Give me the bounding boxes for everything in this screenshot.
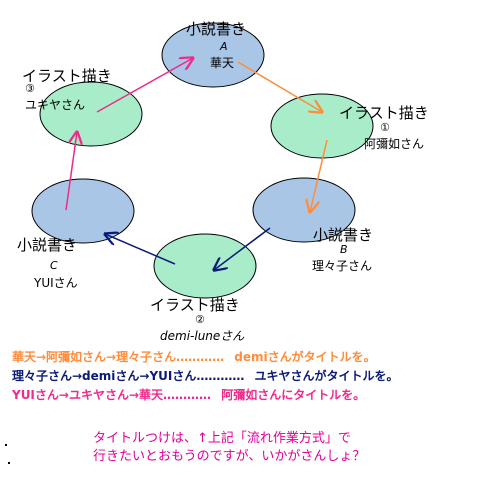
node-3-mark: ③ xyxy=(25,82,35,95)
note-line-2: 行きたいとおもうのですが、いかがさんしょ？ xyxy=(93,449,366,464)
node-a-mark: A xyxy=(220,40,228,53)
note-line-1: タイトルつけは、↑上記「流れ作業方式」で xyxy=(93,431,351,446)
flow-line-orange: 華天→阿彌如さん→理々子さん………… demiさんがタイトルを。 xyxy=(12,348,376,365)
arrow-2-to-c xyxy=(105,234,176,265)
node-1-mark: ① xyxy=(380,121,390,134)
flow-line-navy: 理々子さん→demiさん→YUIさん………… ユキヤさんがタイトルを。 xyxy=(12,367,399,384)
flow-orange-sequence: 華天→阿彌如さん→理々子さん………… xyxy=(12,350,229,364)
node-c-mark: C xyxy=(50,259,58,272)
node-c-role: 小説書き xyxy=(17,236,78,254)
node-1-person: 阿彌如さん xyxy=(364,137,425,151)
flow-orange-result: demiさんがタイトルを。 xyxy=(234,350,376,364)
stray-dot-2 xyxy=(8,462,10,464)
flow-line-magenta: YUIさん→ユキヤさん→華天………… 阿彌如さんにタイトルを。 xyxy=(12,386,365,403)
node-2-mark: ② xyxy=(195,313,205,326)
flow-navy-sequence: 理々子さん→demiさん→YUIさん………… xyxy=(12,369,249,383)
node-a-ellipse xyxy=(161,22,265,88)
arrow-b-to-2 xyxy=(214,227,271,270)
node-a-person: 華天 xyxy=(210,56,235,70)
node-a-role: 小説書き xyxy=(186,20,247,38)
arrow-3-to-a xyxy=(96,58,193,113)
arrow-c-to-3 xyxy=(65,132,77,211)
arrow-a-to-1 xyxy=(237,61,322,112)
node-2-ellipse xyxy=(153,233,257,299)
node-2-person: demi-luneさん xyxy=(160,329,245,343)
node-3-role: イラスト描き xyxy=(22,67,112,85)
node-b-role: 小説書き xyxy=(313,226,374,244)
node-b-person: 理々子さん xyxy=(312,259,373,273)
flow-magenta-sequence: YUIさん→ユキヤさん→華天………… xyxy=(12,388,216,402)
flow-navy-result: ユキヤさんがタイトルを。 xyxy=(254,369,399,383)
node-b-ellipse xyxy=(252,177,356,243)
arrow-1-to-b xyxy=(310,139,328,212)
node-b-mark: B xyxy=(340,243,348,256)
node-c-ellipse xyxy=(31,178,135,244)
node-3-person: ユキヤさん xyxy=(25,98,86,112)
flow-magenta-result: 阿彌如さんにタイトルを。 xyxy=(221,388,366,402)
stray-dot-1 xyxy=(5,444,7,446)
node-c-person: YUIさん xyxy=(34,276,78,290)
node-3-ellipse xyxy=(39,81,143,147)
node-1-role: イラスト描き xyxy=(339,104,429,122)
node-2-role: イラスト描き xyxy=(150,296,240,314)
